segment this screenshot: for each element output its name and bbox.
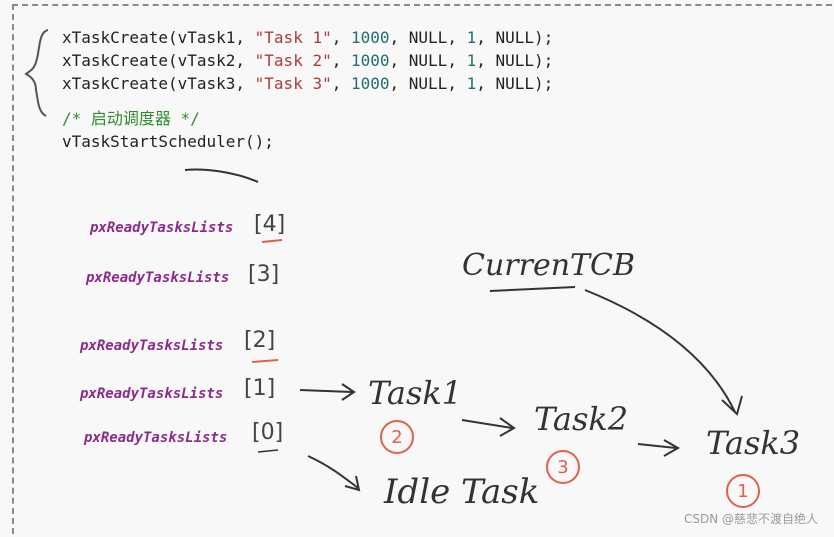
ready-list-label-4: pxReadyTasksLists <box>90 220 234 236</box>
code-line-3: xTaskCreate(vTask3, "Task 3", 1000, NULL… <box>62 74 554 93</box>
code-block: xTaskCreate(vTask1, "Task 1", 1000, NULL… <box>62 26 553 153</box>
current-tcb-label: CurrenTCB <box>462 248 636 283</box>
underline-2 <box>251 359 279 363</box>
code-comment: /* 启动调度器 */ <box>62 109 200 128</box>
ready-list-index-0: [0] <box>252 420 284 445</box>
ready-list-index-3: [3] <box>248 262 280 287</box>
ready-list-label-2: pxReadyTasksLists <box>80 338 224 354</box>
order-circle-task3: 1 <box>726 474 760 508</box>
dashed-frame <box>12 4 832 534</box>
currentcb-arrow <box>584 289 736 413</box>
ready-list-label-1: pxReadyTasksLists <box>80 386 224 402</box>
ready-list-index-1: [1] <box>244 376 276 401</box>
scheduler-underline <box>184 168 259 183</box>
arrow-list0-idle <box>307 455 359 489</box>
ready-list-index-2: [2] <box>244 328 276 353</box>
code-line-1: xTaskCreate(vTask1, "Task 1", 1000, NULL… <box>62 28 554 47</box>
underline-4 <box>261 239 283 243</box>
task3-label: Task3 <box>706 424 801 462</box>
arrow-list1-task1 <box>299 389 353 393</box>
underline-0 <box>257 449 279 453</box>
code-line-2: xTaskCreate(vTask2, "Task 2", 1000, NULL… <box>62 51 554 70</box>
arrow-task2-task3 <box>637 443 677 449</box>
code-scheduler-call: vTaskStartScheduler(); <box>62 132 274 151</box>
currentcb-underline <box>489 286 576 292</box>
order-circle-task2: 3 <box>546 450 580 484</box>
task2-label: Task2 <box>534 400 629 438</box>
csdn-watermark: CSDN @慈悲不渡自绝人 <box>683 512 818 526</box>
order-circle-task1: 2 <box>380 420 414 454</box>
arrow-task1-task2 <box>461 419 513 429</box>
ready-list-label-3: pxReadyTasksLists <box>86 270 230 286</box>
curly-brace <box>24 29 49 117</box>
task1-label: Task1 <box>368 374 463 412</box>
ready-list-label-0: pxReadyTasksLists <box>84 430 228 446</box>
idle-task-label: Idle Task <box>384 472 540 512</box>
ready-list-index-4: [4] <box>254 212 286 237</box>
